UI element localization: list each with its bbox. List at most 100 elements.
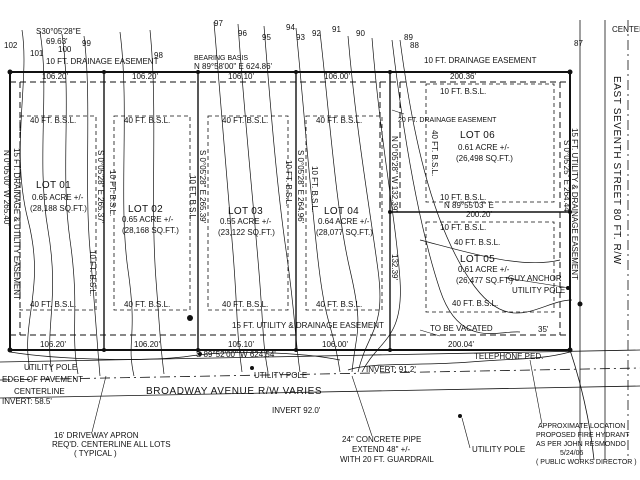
frontage-top-lot03: 106.10' (228, 72, 254, 81)
bsl-label: 40 FT. B.S.L. (222, 300, 268, 309)
setback-boxes (19, 83, 555, 313)
lot-acreage: 0.64 ACRE +/- (318, 217, 370, 226)
bottom-easement-label: 15 FT. UTILITY & DRAINAGE EASEMENT (232, 321, 384, 330)
mid-line-distance: 200.20' (466, 210, 492, 219)
invert-west-label: INVERT: 58.5' (2, 397, 52, 406)
south-line-bearing: S 89°52'00" W 624.54' (196, 350, 276, 359)
centerline-label: CENTERLINE (14, 387, 65, 396)
lot-acreage: 0.61 ACRE +/- (458, 143, 510, 152)
east-line-bearing: S 0°05'25" E 264.44' (562, 140, 571, 214)
pipe-label-line3: WITH 20 FT. GUARDRAIL (340, 455, 434, 464)
contour-label: 97 (214, 19, 223, 28)
side-line-bearings: N 0°05'00" W 265.40' 15 FT. DRAINAGE & U… (2, 128, 579, 300)
utility-pole-label: UTILITY POLE (24, 363, 77, 372)
lot-line-bearing-4-6: N 0°05'28" W 132.39' (390, 136, 399, 212)
contour-label: 101 (30, 49, 44, 58)
frontage-bottom-lot05: 200.04' (448, 340, 474, 349)
contour-label: 90 (356, 29, 365, 38)
driveway-apron-line1: 16' DRIVEWAY APRON (54, 431, 139, 440)
contour-label: 100 (58, 45, 72, 54)
frontage-top-lot06: 200.36' (450, 72, 476, 81)
mid-line-bearing: N 89°55'03" E (444, 201, 494, 210)
west-easement-label: 15 FT. DRAINAGE & UTILITY EASEMENT (12, 148, 21, 300)
road-lines (0, 349, 640, 399)
frontage-bottom-lot02: 106.20' (134, 340, 160, 349)
bsl-side-label: 10 FT. B.S.L. (188, 175, 197, 221)
bsl-label: 40 FT. B.S.L. (222, 116, 268, 125)
lot-lines (103, 72, 570, 350)
bsl-label: 10 FT. B.S.L. (440, 87, 486, 96)
invert-mid-label: INVERT: 91.2' (366, 365, 416, 374)
contour-label: 95 (262, 33, 271, 42)
lot-02: LOT 02 0.65 ACRE +/- (28,168 SQ.FT.) (122, 204, 179, 235)
contour-label: 91 (332, 25, 341, 34)
pipe-label-line1: 24" CONCRETE PIPE (342, 435, 421, 444)
frontage-top-lot02: 106.20' (132, 72, 158, 81)
lot-line-bearing-2-3: S 0°05'28" E 265.39' (198, 150, 207, 224)
lot-01: LOT 01 0.65 ACRE +/- (28,188 SQ.FT.) (30, 180, 87, 213)
bsl-label: 40 FT. B.S.L. (316, 300, 362, 309)
bsl-label: 40 FT. B.S.L. (30, 300, 76, 309)
lot-labels: LOT 01 0.65 ACRE +/- (28,188 SQ.FT.) LOT… (30, 130, 513, 285)
guy-anchor-label: GUY ANCHOR (508, 274, 562, 283)
lot-area: (26,498 SQ.FT.) (456, 154, 513, 163)
lot-area: (23,122 SQ.FT.) (218, 228, 275, 237)
to-be-vacated-label: TO BE VACATED (430, 324, 493, 333)
top-labels: S30°05'28"E 69.63' 10 FT. DRAINAGE EASEM… (36, 25, 640, 71)
driveway-apron-line2: REQ'D. CENTERLINE ALL LOTS (52, 440, 171, 449)
west-distance-label: 69.63' (46, 37, 68, 46)
lot-acreage: 0.61 ACRE +/- (458, 265, 510, 274)
bsl-label: 40 FT. B.S.L. (452, 299, 498, 308)
lot-06: LOT 06 0.61 ACRE +/- (26,498 SQ.FT.) (456, 130, 513, 163)
easement-lines (10, 81, 570, 336)
bsl-side-label: 40 FT. B.S.L. (430, 130, 439, 176)
lot-area: (28,077 SQ.FT.) (316, 228, 373, 237)
lot-area: (26,477 SQ.FT.) (456, 276, 513, 285)
contour-label: 87 (574, 39, 583, 48)
hydrant-label-line2: PROPOSED FIRE HYDRANT (536, 432, 630, 439)
setback-labels: 40 FT. B.S.L. 40 FT. B.S.L. 40 FT. B.S.L… (30, 87, 500, 309)
bsl-label: 10 FT. B.S.L. (440, 193, 486, 202)
drainage-easement-west: 10 FT. DRAINAGE EASEMENT (46, 57, 159, 66)
lot-03: LOT 03 0.55 ACRE +/- (23,122 SQ.FT.) (218, 206, 275, 237)
contour-lines (19, 21, 573, 377)
distance-35-label: 35' (538, 325, 549, 334)
drainage-easement-20: 20 FT. DRAINAGE EASEMENT (398, 117, 497, 124)
contour-label: 99 (82, 39, 91, 48)
contour-label: 92 (312, 29, 321, 38)
top-right-label: CENTER (612, 25, 640, 34)
bearing-basis-label: BEARING BASIS (194, 55, 248, 62)
contour-labels: 102 101 100 99 98 97 96 95 94 93 92 91 9… (4, 19, 583, 60)
utility-pole-label: UTILITY POLE (472, 445, 525, 454)
lot-05: LOT 05 0.61 ACRE +/- (26,477 SQ.FT.) (456, 254, 513, 285)
top-bearing-label: N 89°58'00" E 624.86' (194, 62, 273, 71)
hydrant-label-line3: AS PER JOHN RESMONDO (536, 441, 626, 448)
bsl-side-label: 10 FT. B.S.L. (108, 170, 117, 216)
corner-markers (7, 69, 583, 418)
contour-label: 98 (154, 51, 163, 60)
frontage-bottom-lot03: 105.10' (228, 340, 254, 349)
contour-label: 88 (410, 41, 419, 50)
bsl-label: 40 FT. B.S.L. (454, 238, 500, 247)
contour-label: 89 (404, 33, 413, 42)
lot-name: LOT 06 (460, 130, 495, 141)
bsl-label: 10 FT. B.S.L. (440, 223, 486, 232)
utility-pole-label: UTILITY POLE (512, 286, 565, 295)
telephone-ped-label: TELEPHONE PED. (474, 352, 543, 361)
edge-of-pavement-label: EDGE OF PAVEMENT (2, 375, 83, 384)
lot-acreage: 0.65 ACRE +/- (122, 215, 174, 224)
invert-low-label: INVERT 92.0' (272, 406, 321, 415)
contour-label: 94 (286, 23, 295, 32)
frontage-bottom-lot04: 106.00' (322, 340, 348, 349)
lot-name: LOT 01 (36, 180, 71, 191)
street-lines (569, 20, 629, 461)
bsl-label: 40 FT. B.S.L. (124, 300, 170, 309)
lot-acreage: 0.65 ACRE +/- (32, 193, 84, 202)
lot-name: LOT 03 (228, 206, 263, 217)
frontage-bottom-lot01: 106.20' (40, 340, 66, 349)
bsl-label: 40 FT. B.S.L. (316, 116, 362, 125)
east-easement-label: 15 FT. UTILITY & DRAINAGE EASEMENT (570, 128, 579, 280)
driveway-apron-line3: ( TYPICAL ) (74, 449, 117, 458)
lot-line-distance-4-5: 132.39' (390, 254, 399, 280)
